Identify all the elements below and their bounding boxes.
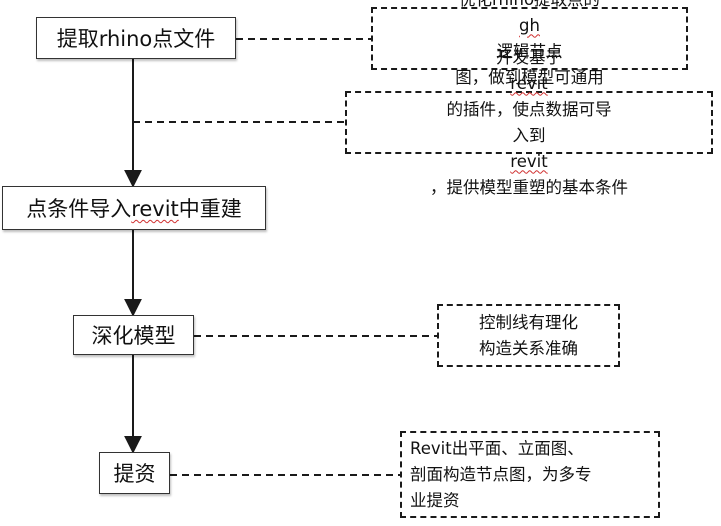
note-revit-drawings-line3: 业提资 — [410, 490, 460, 510]
step-extract-rhino-label: 提取rhino点文件 — [56, 27, 216, 51]
note-revit-drawings-line1: Revit出平面、立面图、 — [410, 438, 584, 458]
note-control-lines-line2: 构造关系准确 — [479, 338, 578, 358]
step-import-revit-label: 点条件导入revit中重建 — [26, 197, 242, 221]
note-optimize-gh-line1: 优化rhino提取点的gh逻辑节点 — [459, 0, 600, 61]
note-control-lines: 控制线有理化 构造关系准确 — [437, 304, 620, 367]
step-deliver-label: 提资 — [113, 462, 156, 486]
step-deepen-model: 深化模型 — [73, 315, 194, 355]
step-extract-rhino: 提取rhino点文件 — [36, 17, 236, 59]
step-import-revit: 点条件导入revit中重建 — [2, 186, 266, 230]
note-control-lines-line1: 控制线有理化 — [479, 312, 578, 332]
note-revit-drawings: Revit出平面、立面图、 剖面构造节点图，为多专 业提资 — [400, 431, 660, 518]
note-optimize-gh-line2: 图，做到模型可通用 — [455, 67, 604, 87]
step-deepen-model-label: 深化模型 — [91, 324, 176, 348]
step-deliver: 提资 — [99, 452, 170, 494]
note-optimize-gh: 优化rhino提取点的gh逻辑节点 图，做到模型可通用 — [371, 0, 688, 87]
note-revit-drawings-line2: 剖面构造节点图，为多专 — [410, 464, 592, 484]
